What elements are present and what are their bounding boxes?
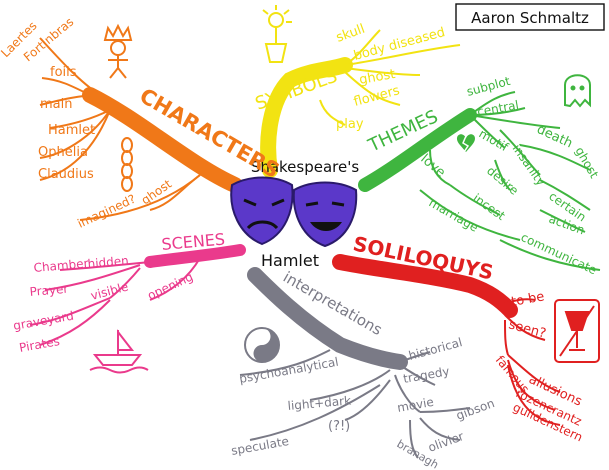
theatre-masks-icon <box>230 176 358 248</box>
king-figure-icon <box>103 23 133 79</box>
interpretations-item-historical: historical <box>407 335 464 363</box>
themes-item-incest: incest <box>470 191 508 223</box>
characters-item-claudius: Claudius <box>38 167 94 182</box>
center-title-line2: Hamlet <box>261 251 319 270</box>
scenes-item-opening: opening <box>145 270 195 303</box>
soliloquys-item-to-be: to be <box>510 289 546 310</box>
branch-soliloquys <box>332 254 600 426</box>
characters-item-foils: foils <box>50 65 77 80</box>
author-box: Aaron Schmaltz <box>455 3 605 31</box>
chain-icon <box>121 137 133 192</box>
branch-symbols <box>260 5 461 178</box>
characters-item-ghost: ghost <box>139 177 175 208</box>
branch-scenes <box>29 244 246 374</box>
no-drinking-icon <box>554 299 600 363</box>
interpretations-item-olivier: olivier <box>426 429 465 455</box>
interpretations-item-light-dark: light+dark <box>287 394 352 413</box>
yin-yang-icon <box>244 327 280 363</box>
interpretations-item-tragedy: tragedy <box>402 364 450 386</box>
scenes-item-hidden: hidden <box>87 253 129 271</box>
themes-item-central: central <box>476 98 520 119</box>
scenes-item-visible: visible <box>89 279 130 302</box>
characters-item-ophelia: Ophelia <box>38 145 88 160</box>
symbols-item-skull: skull <box>334 22 367 46</box>
branch-themes <box>358 74 601 271</box>
symbols-item-play: play <box>336 117 364 132</box>
themes-item-desire: desire <box>484 164 521 198</box>
branch-interpretations <box>239 267 471 459</box>
flower-pot-icon <box>262 5 292 63</box>
scenes-item-prayer: Prayer <box>29 282 69 299</box>
ghost-icon <box>564 74 591 108</box>
scenes-item-pirates: Pirates <box>18 334 61 355</box>
sad-mask <box>230 176 294 246</box>
characters-item-main: main <box>40 97 72 112</box>
interpretations-item-movie: movie <box>396 395 435 415</box>
author-name: Aaron Schmaltz <box>471 9 589 27</box>
scenes-item-chamber: Chamber <box>33 256 89 275</box>
scenes-item-graveyard: graveyard <box>12 309 75 333</box>
soliloquys-item-seen: seen? <box>507 317 548 341</box>
symbols-item-ghost: ghost <box>358 67 396 88</box>
center-title-line1: Shakespeare's <box>251 158 360 176</box>
happy-mask <box>292 181 358 248</box>
pirate-boat-icon <box>89 329 149 374</box>
themes-item-motif: motif <box>477 126 512 154</box>
broken-heart-icon <box>456 134 476 153</box>
interpretations-item-gibson: gibson <box>454 396 496 423</box>
characters-item-hamlet: Hamlet <box>48 123 95 138</box>
interpretations-item-question: (?!) <box>328 419 350 434</box>
branch-characters <box>39 23 243 221</box>
